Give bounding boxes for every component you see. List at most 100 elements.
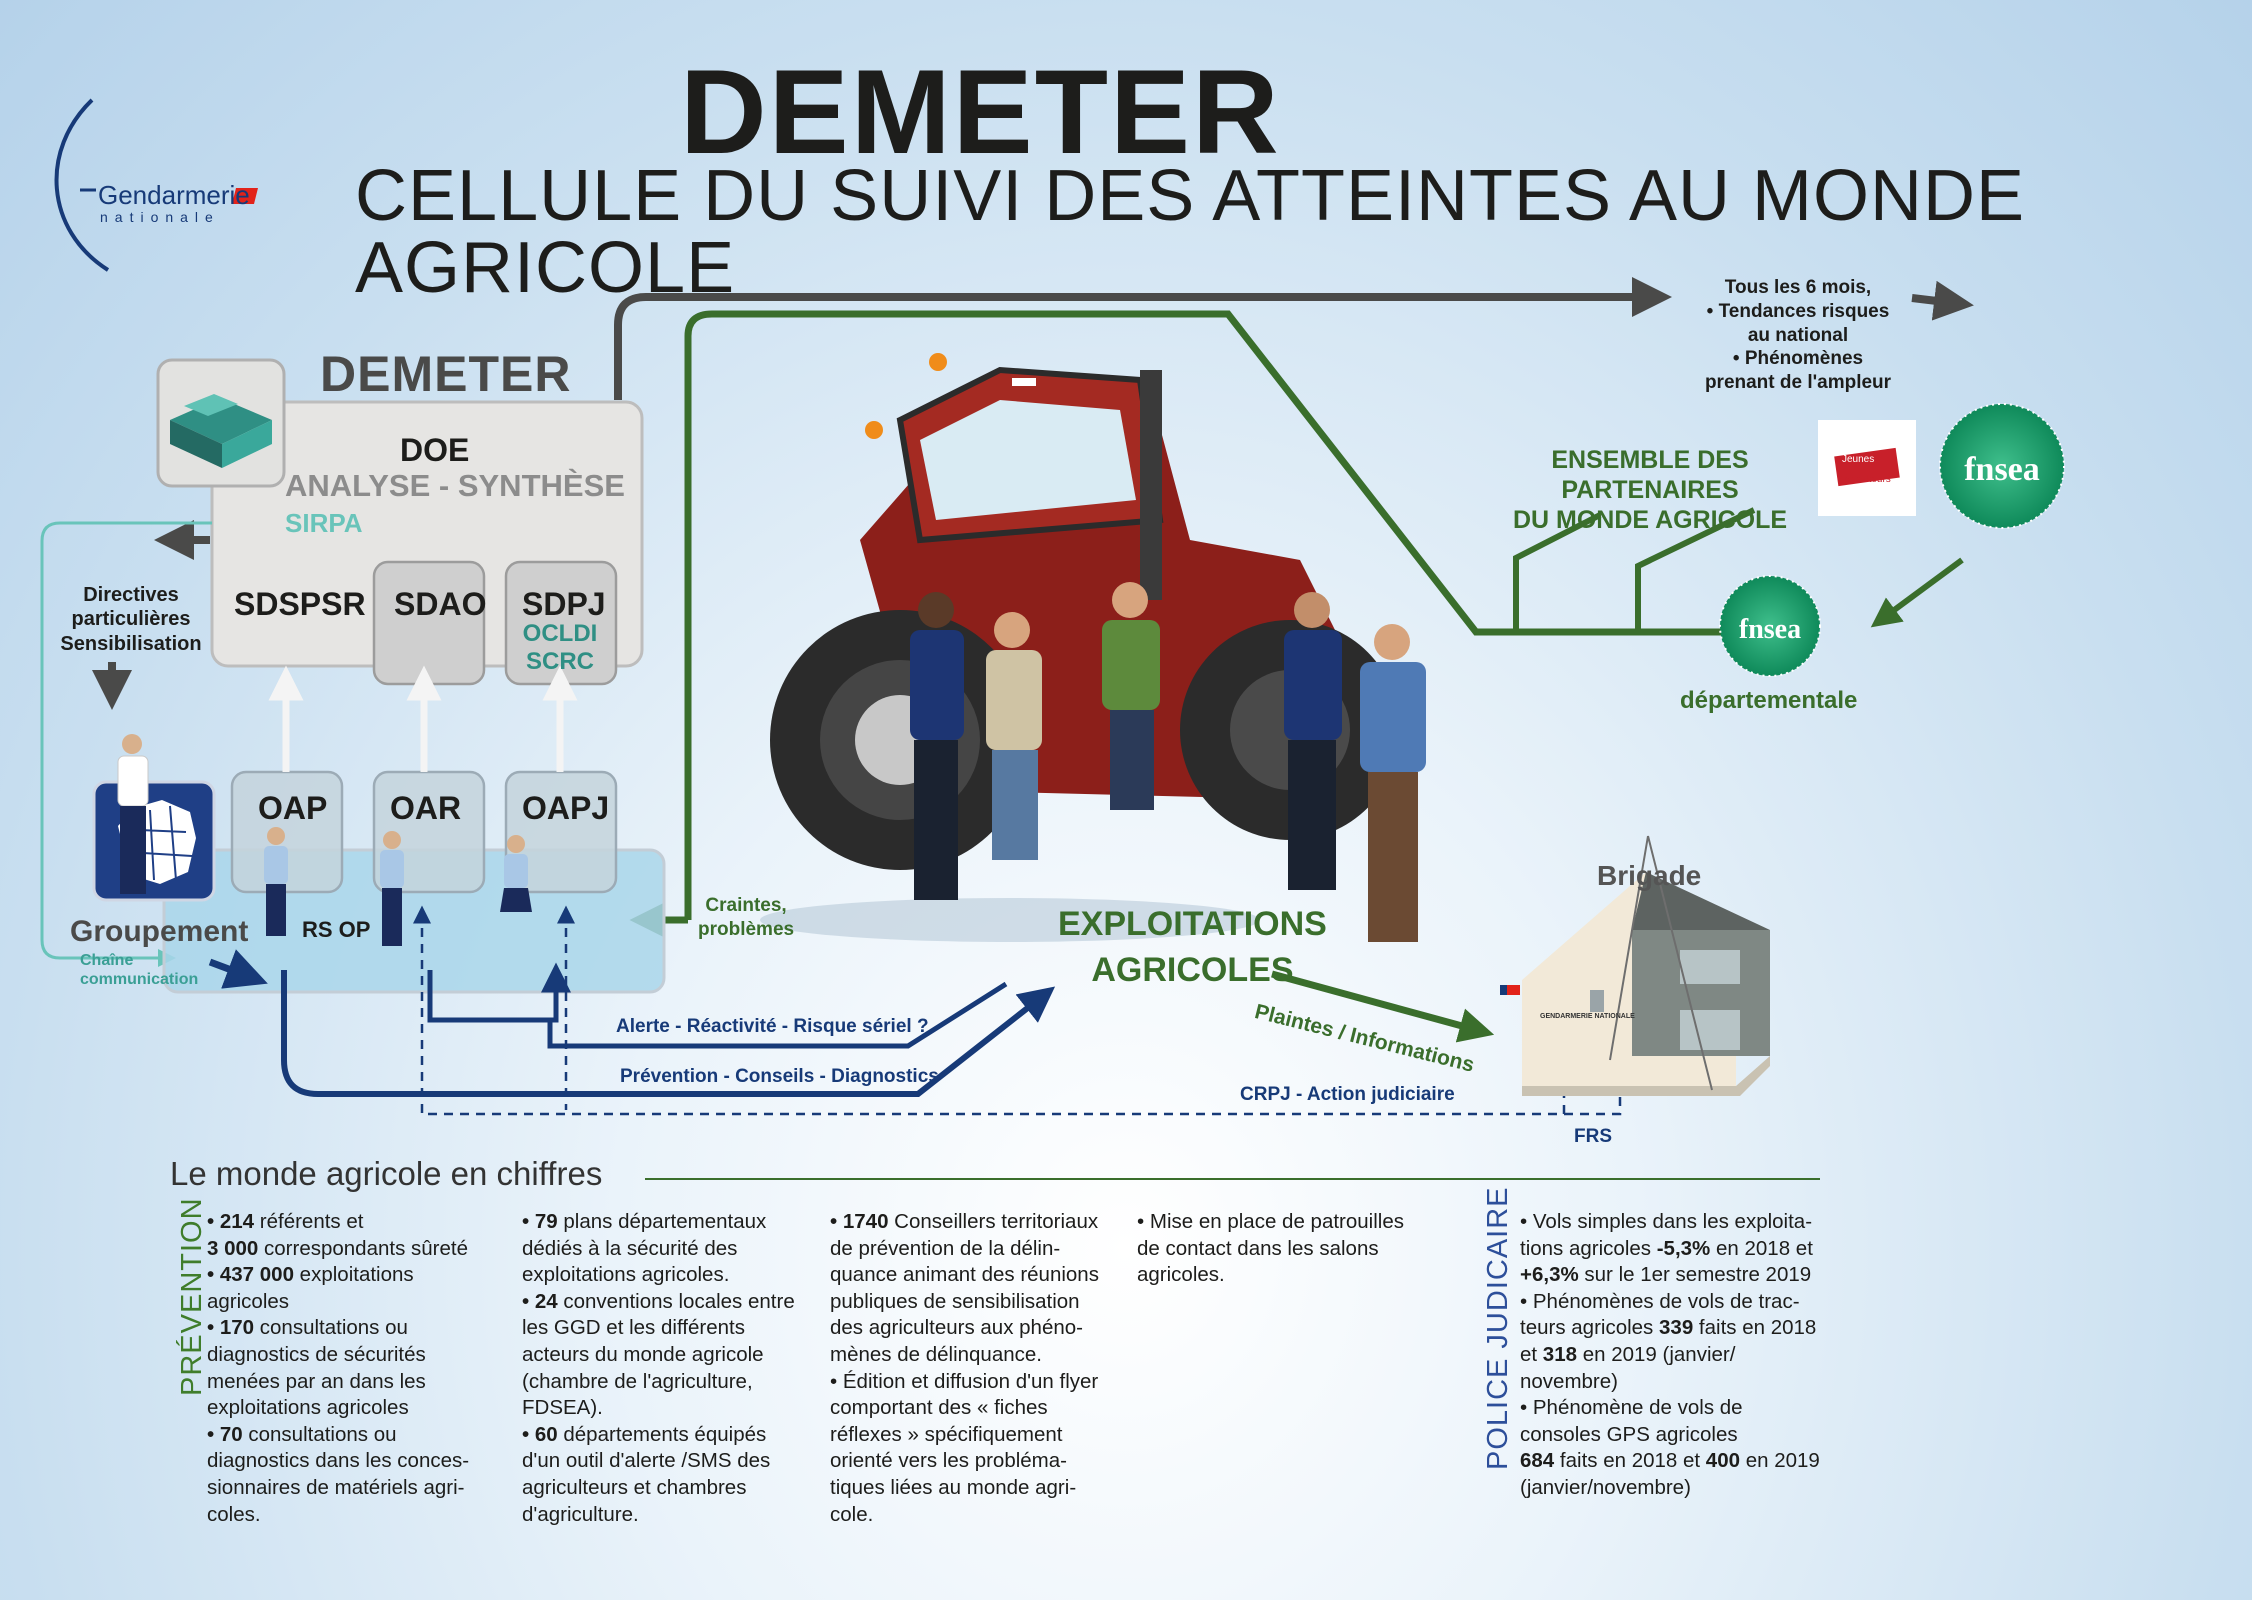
figure-value: 400 xyxy=(1705,1449,1741,1473)
craintes-line2: problèmes xyxy=(698,918,795,940)
figure-text: référents et xyxy=(254,1210,364,1233)
figure-text: exploitations agricoles xyxy=(207,1396,409,1420)
figure-line: teurs agricoles 339 faits en 2018 xyxy=(1520,1316,1840,1341)
figure-line: 684 faits en 2018 et 400 en 2019 xyxy=(1520,1449,1840,1474)
prevention-vertical-label: PRÉVENTION xyxy=(176,1197,208,1396)
police-vertical-label: POLICE JUDICAIRE xyxy=(1482,1186,1514,1471)
figure-text: (chambre de l'agriculture, xyxy=(522,1369,753,1393)
figure-text: Conseillers territoriaux xyxy=(888,1210,1099,1233)
figure-line: • Vols simples dans les exploita- xyxy=(1520,1210,1840,1235)
figure-line: publiques de sensibilisation xyxy=(830,1290,1130,1315)
directives-line1: Directives xyxy=(83,584,179,606)
figure-text: faits en 2018 xyxy=(1693,1316,1817,1340)
figure-text: conventions locales entre xyxy=(557,1289,795,1313)
gendarmerie-logo xyxy=(54,98,258,272)
farmers-and-gendarmes-illustration xyxy=(910,582,1426,942)
figure-text: plans départementaux xyxy=(557,1210,767,1233)
chaine-communication-label: Chaîne communication xyxy=(80,951,198,989)
brigade-label: Brigade xyxy=(1597,860,1702,891)
page-title: DEMETER xyxy=(680,45,1281,179)
figure-line: sionnaires de matériels agri- xyxy=(207,1476,497,1501)
national-trends-text: Tous les 6 mois, • Tendances risques au … xyxy=(1688,276,1908,395)
figure-line: d'un outil d'alerte /SMS des xyxy=(522,1449,817,1474)
figure-text: agricoles. xyxy=(1137,1263,1225,1287)
partners-branches xyxy=(1513,507,1756,632)
tractor-illustration xyxy=(760,353,1400,942)
national-report-arrow xyxy=(614,277,1672,400)
tous-line3: au national xyxy=(1747,324,1849,346)
figure-line: de contact dans les salons xyxy=(1137,1237,1437,1262)
logo-subname: nationale xyxy=(100,209,220,225)
figure-line: (chambre de l'agriculture, xyxy=(522,1370,817,1395)
figure-value: 339 xyxy=(1659,1316,1694,1340)
sdao-box xyxy=(372,560,486,686)
figure-line: tions agricoles -5,3% en 2018 et xyxy=(1520,1237,1840,1262)
figure-value: +6,3% xyxy=(1520,1263,1579,1287)
figure-value: • 79 xyxy=(522,1210,558,1233)
figure-text: de contact dans les salons xyxy=(1137,1236,1379,1260)
figure-line: des agriculteurs aux phéno- xyxy=(830,1316,1130,1341)
oapj-label: OAPJ xyxy=(522,790,610,826)
fnsea-national-text: fnsea xyxy=(1964,451,2040,488)
chaine-line2: communication xyxy=(80,971,199,989)
figure-line: agriculteurs et chambres xyxy=(522,1476,817,1501)
figure-line: d'agriculture. xyxy=(522,1503,817,1528)
ensemble-line1: ENSEMBLE DES PARTENAIRES xyxy=(1551,446,1749,504)
figure-text: cole. xyxy=(830,1502,874,1526)
figure-line: (janvier/novembre) xyxy=(1520,1476,1840,1501)
figure-text: les GGD et les différents xyxy=(522,1316,745,1340)
figure-line: • 79 plans départementaux xyxy=(522,1210,817,1235)
figure-text: menées par an dans les xyxy=(207,1369,426,1393)
ocldi-label: OCLDI xyxy=(522,620,598,647)
figure-text: d'agriculture. xyxy=(522,1502,639,1526)
figure-value: 318 xyxy=(1542,1342,1578,1366)
figure-value: -5,3% xyxy=(1656,1236,1711,1260)
figure-line: menées par an dans les xyxy=(207,1370,497,1395)
figure-line: diagnostics dans les conces- xyxy=(207,1449,497,1474)
figure-line: quance animant des réunions xyxy=(830,1263,1130,1288)
alerte-flow-line xyxy=(427,970,1008,1049)
oap-label: OAP xyxy=(258,790,328,826)
figure-line: acteurs du monde agricole xyxy=(522,1343,817,1368)
groupement-label: Groupement xyxy=(70,915,249,948)
figure-text: départements équipés xyxy=(557,1422,767,1446)
directives-line2: particulières xyxy=(71,608,191,631)
figure-line: novembre) xyxy=(1520,1370,1840,1395)
scrc-label: SCRC xyxy=(525,647,594,675)
prevention-flow-line xyxy=(281,970,1056,1097)
fnsea-national-logo: fnsea xyxy=(1939,403,2065,529)
figure-text: quance animant des réunions xyxy=(830,1263,1099,1287)
frs-label: FRS xyxy=(1574,1126,1612,1147)
figure-text: teurs agricoles xyxy=(1520,1316,1660,1340)
figure-line: • 24 conventions locales entre xyxy=(522,1290,817,1315)
plaintes-arrow xyxy=(1271,970,1495,1043)
directives-line3: Sensibilisation xyxy=(60,632,202,655)
figure-line: • 214 référents et xyxy=(207,1210,497,1235)
figure-text: correspondants sûreté xyxy=(258,1236,468,1260)
figure-text: • Phénomène de vols de xyxy=(1520,1396,1743,1420)
sirpa-label: SIRPA xyxy=(285,508,363,538)
figure-line: +6,3% sur le 1er semestre 2019 xyxy=(1520,1263,1840,1288)
figure-text: sur le 1er semestre 2019 xyxy=(1578,1263,1812,1287)
sdspsr-label: SDSPSR xyxy=(234,586,366,622)
fnsea-departementale-logo: fnsea xyxy=(1719,575,1821,677)
figure-line: consoles GPS agricoles xyxy=(1520,1423,1840,1448)
figure-text: de prévention de la délin- xyxy=(830,1236,1061,1260)
figure-text: publiques de sensibilisation xyxy=(830,1289,1080,1313)
figure-value: • 214 xyxy=(207,1210,255,1233)
alerte-label: Alerte - Réactivité - Risque sériel ? xyxy=(616,1016,929,1037)
figure-text: tiques liées au monde agri- xyxy=(830,1475,1077,1499)
figure-text: consultations ou xyxy=(254,1316,408,1340)
analyse-label: ANALYSE - SYNTHÈSE xyxy=(285,468,625,503)
figure-text: des agriculteurs aux phéno- xyxy=(830,1316,1083,1340)
figure-value: • 1740 xyxy=(830,1210,889,1233)
figure-line: FDSEA). xyxy=(522,1396,817,1421)
figure-text: consultations ou xyxy=(242,1422,397,1446)
groupement-arrow xyxy=(208,949,268,989)
figure-text: diagnostics de sécurités xyxy=(207,1342,426,1366)
partners-arrow xyxy=(1911,280,1974,321)
figure-line: comportant des « fiches xyxy=(830,1396,1130,1421)
figure-line: • Phénomènes de vols de trac- xyxy=(1520,1290,1840,1315)
figure-line: et 318 en 2019 (janvier/ xyxy=(1520,1343,1840,1368)
